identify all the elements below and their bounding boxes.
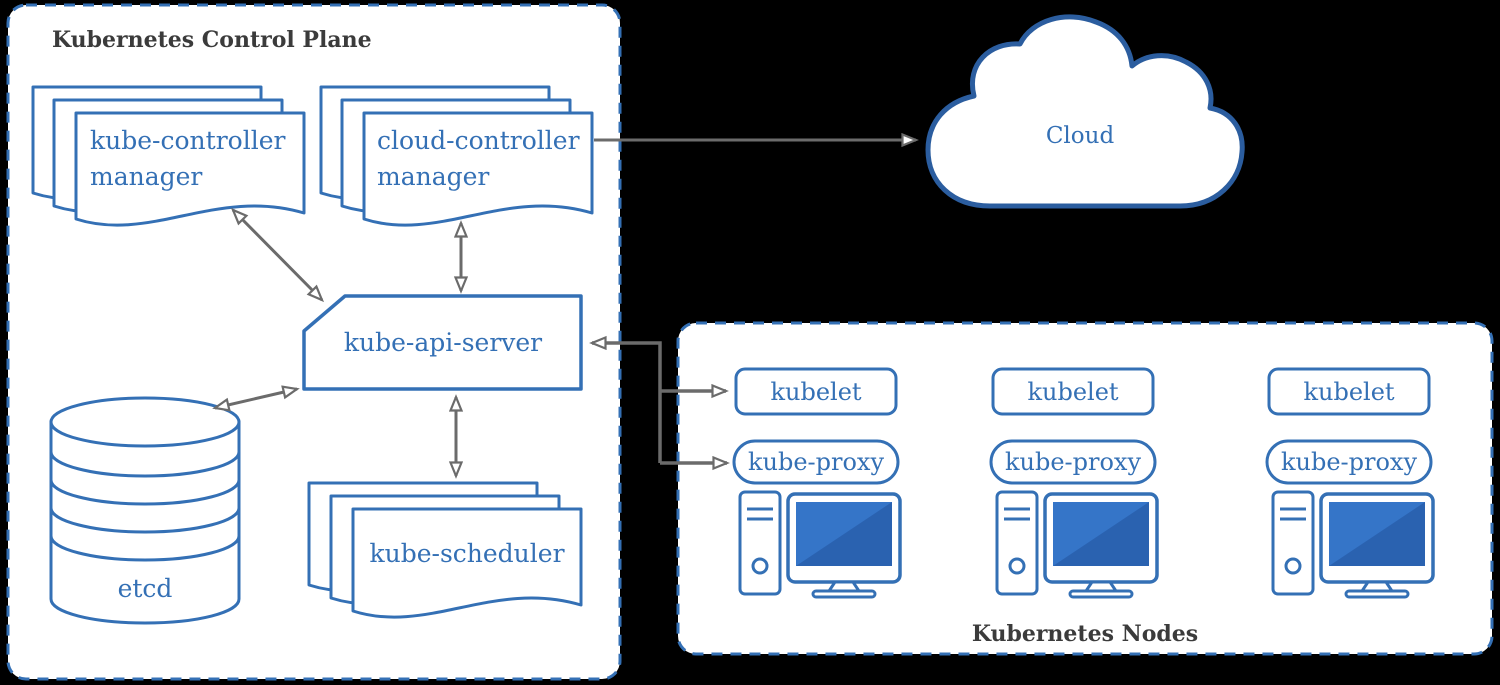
kube-proxy-box xyxy=(732,439,900,485)
etcd-disk-line xyxy=(49,535,241,562)
arrows xyxy=(215,140,916,476)
kube-controller-manager-label-line1: kube-controller xyxy=(90,126,285,155)
control-plane-title: Kubernetes Control Plane xyxy=(52,27,372,53)
cloud-controller-manager-label-line1: cloud-controller xyxy=(377,126,580,155)
kube-proxy-label: kube-proxy xyxy=(1005,448,1141,476)
etcd-label: etcd xyxy=(118,574,173,603)
monitor-stand-base xyxy=(811,589,877,599)
kubelet-label: kubelet xyxy=(770,378,861,406)
node-group-3: kubelet kube-proxy xyxy=(1265,367,1435,599)
arrow-nodes-to-api-server xyxy=(592,343,662,463)
kube-proxy-box xyxy=(989,439,1157,485)
monitor-stand-base xyxy=(1068,589,1134,599)
tower-icon xyxy=(1271,490,1315,596)
monitor-screen-shade xyxy=(1053,502,1149,566)
kubelet-box xyxy=(1267,367,1431,416)
kubelet-box xyxy=(991,367,1155,416)
kubelet-label: kubelet xyxy=(1027,378,1118,406)
cloud-controller-manager-label-line2: manager xyxy=(377,162,489,191)
computer-icon xyxy=(1271,490,1435,599)
document-sheet xyxy=(362,111,594,227)
kube-api-server-label: kube-api-server xyxy=(344,328,542,357)
monitor-screen-shade xyxy=(1329,502,1425,566)
kube-controller-manager-shape: kube-controller manager xyxy=(31,85,306,227)
cloud-outline xyxy=(925,14,1245,209)
computer-icon xyxy=(995,490,1159,599)
tower-icon xyxy=(738,490,782,596)
document-sheet xyxy=(351,507,583,619)
node-group-1: kubelet kube-proxy xyxy=(732,367,902,599)
kubelet-box xyxy=(734,367,898,416)
cloud-controller-manager-shape: cloud-controller manager xyxy=(319,85,594,227)
etcd-shape: etcd xyxy=(49,396,241,625)
cloud-shape: Cloud xyxy=(925,14,1245,209)
node-group-2: kubelet kube-proxy xyxy=(989,367,1159,599)
monitor-stand-base xyxy=(1344,589,1410,599)
etcd-disk-line xyxy=(49,479,241,506)
tower-power-button xyxy=(1008,557,1026,575)
etcd-cylinder-top xyxy=(49,396,241,448)
tower-icon xyxy=(995,490,1039,596)
kubelet-label: kubelet xyxy=(1303,378,1394,406)
kube-scheduler-shape: kube-scheduler xyxy=(307,481,583,619)
arrow-controller-manager-api-server xyxy=(233,210,322,300)
monitor-screen-shade xyxy=(796,502,892,566)
kube-proxy-label: kube-proxy xyxy=(748,448,884,476)
cloud-label: Cloud xyxy=(1046,123,1115,149)
arrow-etcd-api-server xyxy=(215,389,297,408)
computer-icon xyxy=(738,490,902,599)
kube-proxy-label: kube-proxy xyxy=(1281,448,1417,476)
kube-controller-manager-label-line2: manager xyxy=(90,162,202,191)
kube-proxy-box xyxy=(1265,439,1433,485)
etcd-disk-line xyxy=(49,451,241,478)
tower-power-button xyxy=(751,557,769,575)
kube-scheduler-label: kube-scheduler xyxy=(369,539,564,568)
kubernetes-nodes-title: Kubernetes Nodes xyxy=(972,621,1198,647)
kube-api-server-shape: kube-api-server xyxy=(302,294,583,391)
etcd-disk-line xyxy=(49,507,241,534)
kube-api-server-polygon xyxy=(302,294,583,391)
tower-power-button xyxy=(1284,557,1302,575)
